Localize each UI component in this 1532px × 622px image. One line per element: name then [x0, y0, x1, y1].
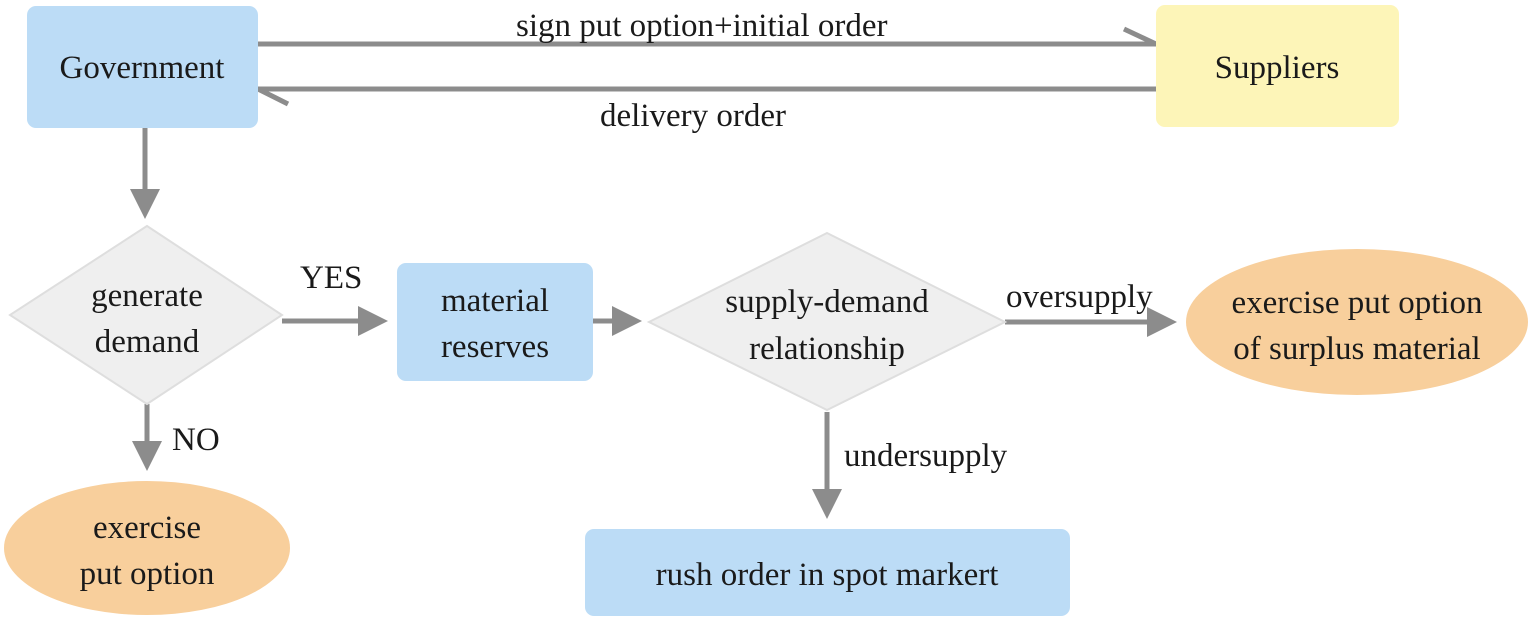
- yes-label: YES: [300, 260, 362, 296]
- material-reserves-label-line2: reserves: [441, 329, 549, 365]
- suppliers-label: Suppliers: [1215, 50, 1340, 86]
- delivery-order-label: delivery order: [600, 98, 786, 134]
- exercise-put-label-line2: put option: [80, 556, 215, 592]
- rush-order-node: rush order in spot markert: [585, 529, 1070, 616]
- oversupply-label: oversupply: [1006, 279, 1153, 315]
- exercise-surplus-node: exercise put option of surplus material: [1186, 249, 1528, 395]
- generate-demand-label-line2: demand: [95, 324, 200, 360]
- edge-delivery-order: [256, 86, 1156, 107]
- supply-demand-label-line2: relationship: [749, 331, 905, 367]
- government-node: Government: [27, 6, 258, 128]
- material-reserves-label-line1: material: [441, 283, 549, 319]
- generate-demand-node: generate demand: [8, 224, 284, 406]
- generate-demand-label-line1: generate: [91, 278, 203, 314]
- suppliers-node: Suppliers: [1156, 5, 1399, 127]
- supply-demand-label-line1: supply-demand: [725, 284, 929, 320]
- exercise-put-node: exercise put option: [4, 481, 290, 615]
- no-label: NO: [172, 422, 220, 458]
- material-reserves-node: material reserves: [397, 263, 593, 381]
- sign-order-label: sign put option+initial order: [516, 8, 888, 44]
- government-label: Government: [60, 50, 225, 86]
- exercise-put-label-line1: exercise: [93, 510, 201, 546]
- edge-sign-order: [258, 26, 1158, 47]
- undersupply-label: undersupply: [844, 438, 1008, 474]
- exercise-surplus-label-line1: exercise put option: [1231, 285, 1482, 321]
- supply-demand-node: supply-demand relationship: [646, 231, 1008, 412]
- exercise-surplus-label-line2: of surplus material: [1233, 331, 1480, 367]
- rush-order-label: rush order in spot markert: [656, 557, 999, 593]
